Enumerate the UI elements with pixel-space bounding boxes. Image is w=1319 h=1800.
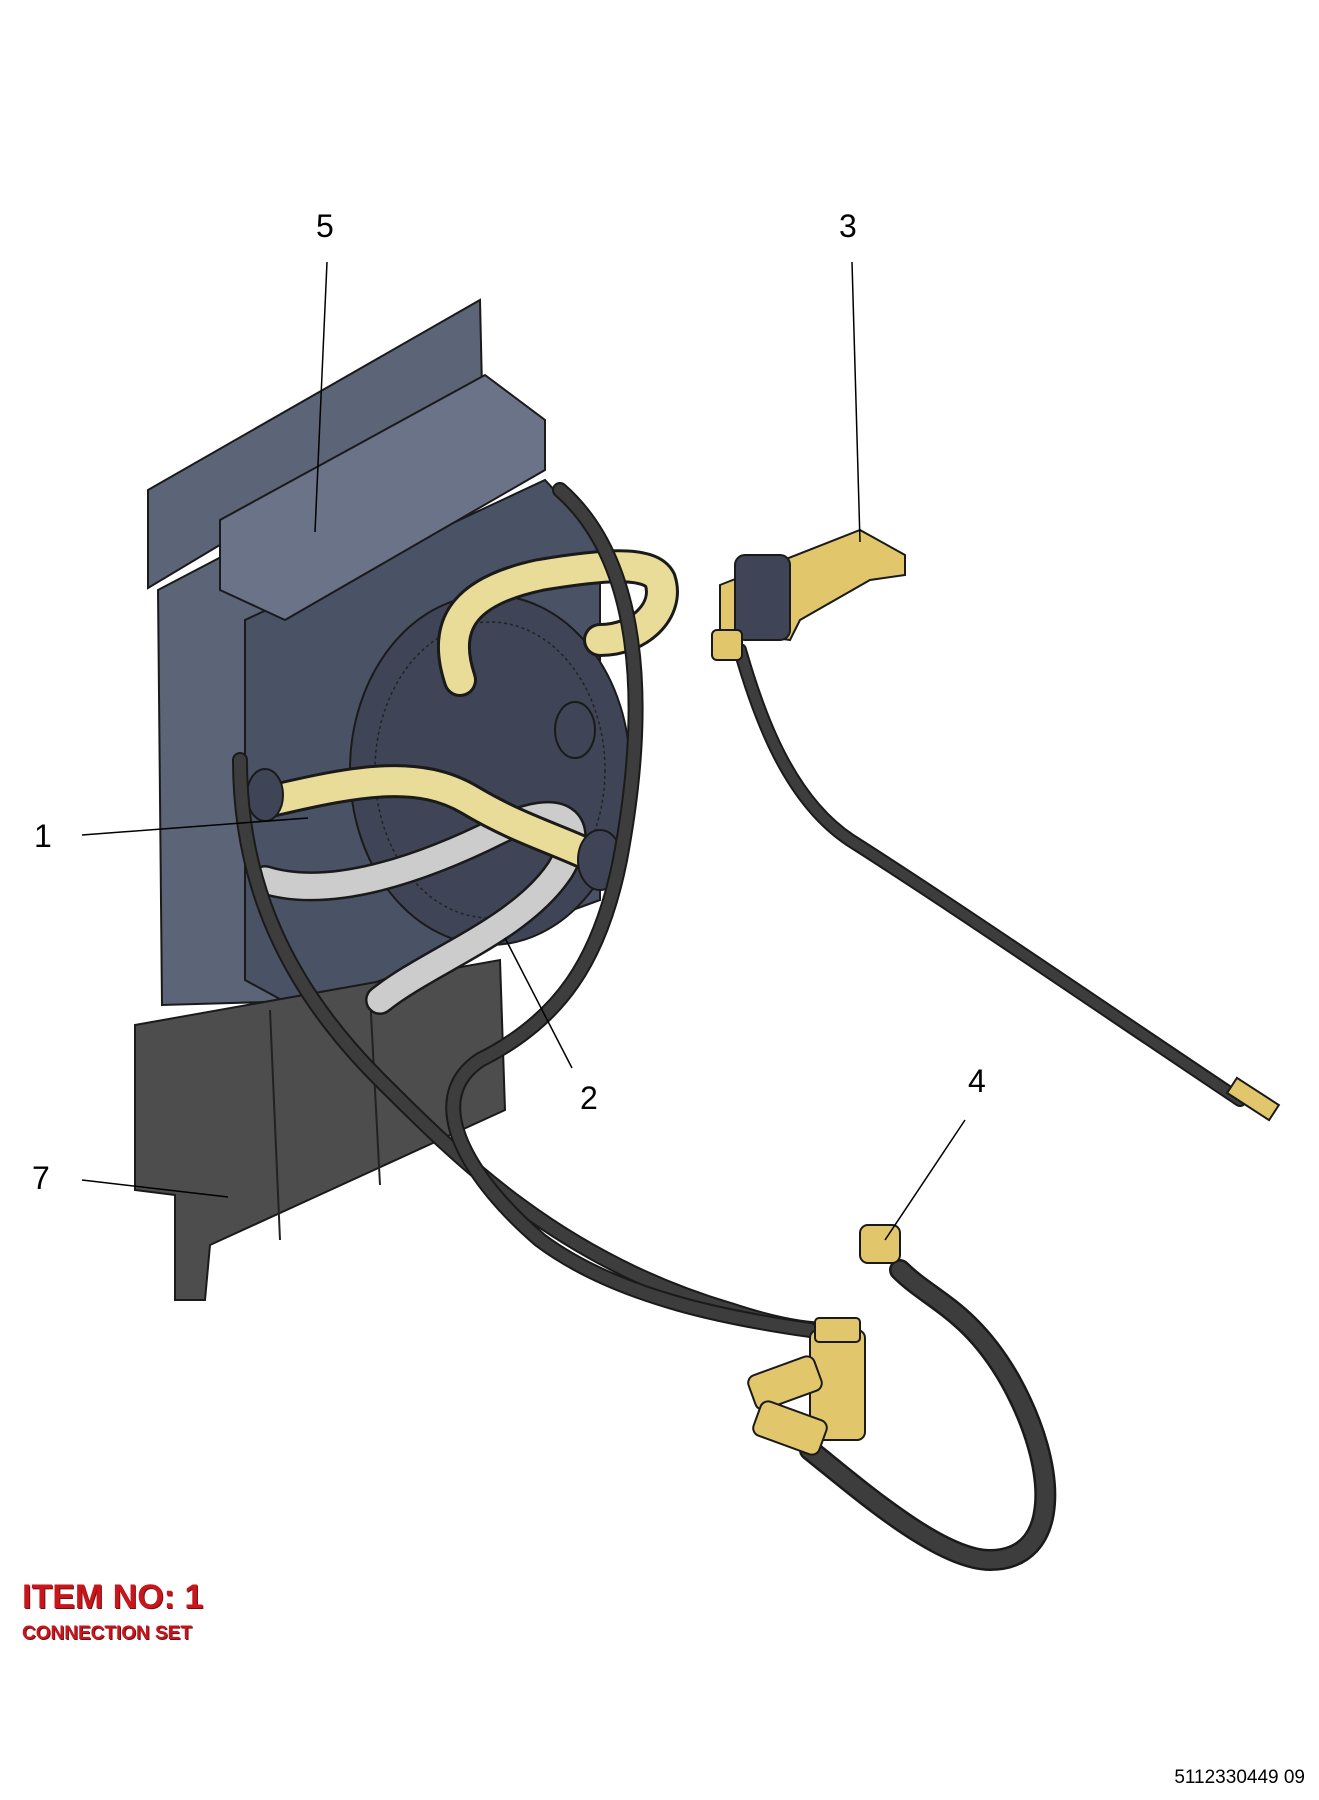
valve-elbow xyxy=(711,629,743,661)
callout-7: 7 xyxy=(32,1160,50,1196)
callout-3: 3 xyxy=(839,208,857,244)
callout-1: 1 xyxy=(34,818,52,854)
leader-line-3 xyxy=(851,261,861,543)
leader-line-2 xyxy=(504,937,573,1069)
yellow-pipe-fill xyxy=(261,767,614,874)
callout-4: 4 xyxy=(968,1063,986,1099)
grey-pipe-fill xyxy=(252,803,585,1013)
reference-code: 5112330449 09 xyxy=(1174,1767,1305,1788)
shield-fold-line xyxy=(269,1009,281,1241)
tee-fitting-nut xyxy=(814,1317,861,1343)
leader-line-1 xyxy=(81,817,309,836)
yellow-top-pipe-fill xyxy=(439,552,676,694)
shield-fold-line xyxy=(369,994,381,1186)
dark-hose-fill xyxy=(735,645,1245,1105)
tee-fitting-branch xyxy=(747,1355,823,1411)
item-title: ITEM NO: 1 xyxy=(22,1578,204,1616)
leader-line-7 xyxy=(81,1179,229,1198)
tee-fitting-branch xyxy=(752,1400,828,1456)
dark-hose xyxy=(733,643,1247,1107)
valve-body xyxy=(734,554,791,641)
top-tank xyxy=(219,373,546,622)
bottom-shield xyxy=(134,958,507,1301)
hose-clamp xyxy=(554,701,596,759)
callout-5: 5 xyxy=(316,208,334,244)
leader-line-4 xyxy=(884,1119,966,1241)
elbow-fitting-4 xyxy=(859,1224,901,1264)
hose-end-fitting xyxy=(1225,1076,1281,1122)
leader-line-5 xyxy=(314,261,328,533)
callout-2: 2 xyxy=(580,1080,598,1116)
dark-hose-fill xyxy=(447,484,816,1336)
item-subtitle: CONNECTION SET xyxy=(22,1623,192,1644)
dark-hose-fill xyxy=(801,1261,1054,1569)
hose-clamp xyxy=(246,768,284,822)
